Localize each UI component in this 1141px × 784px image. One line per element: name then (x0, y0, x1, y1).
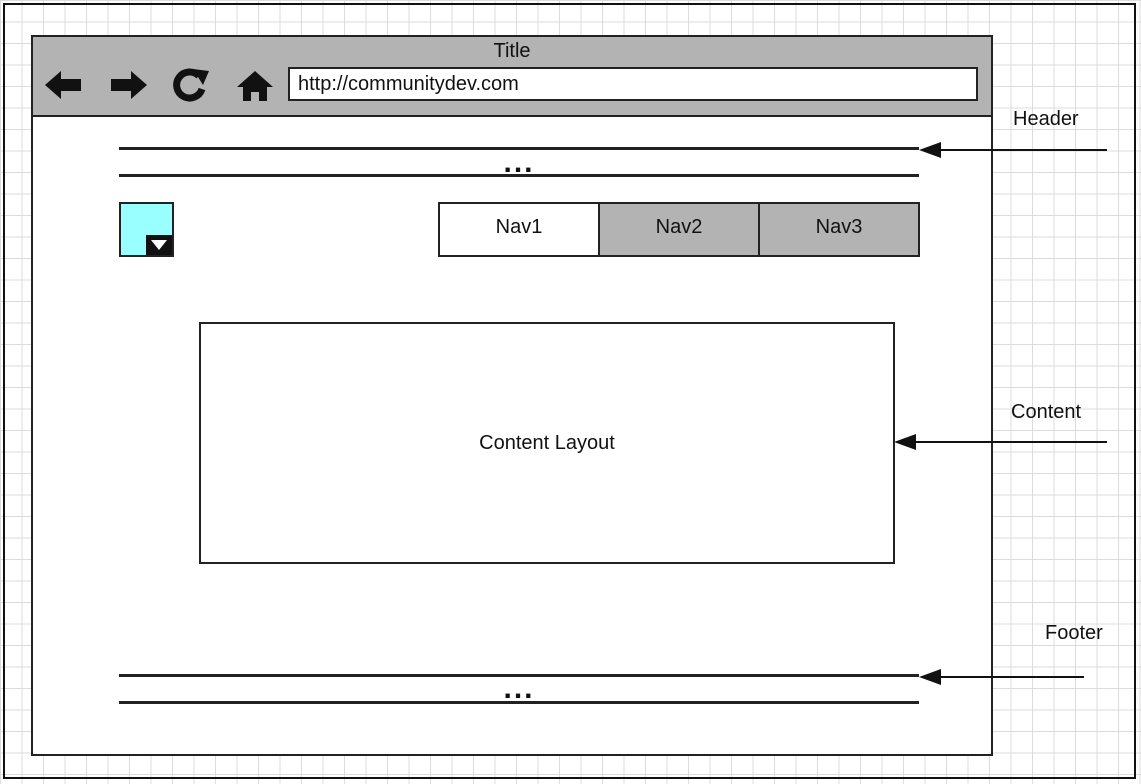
reload-icon[interactable] (169, 65, 213, 105)
footer-top-line (119, 674, 919, 677)
footer-annotation-label: Footer (1045, 622, 1103, 644)
back-arrow-icon[interactable] (41, 65, 85, 105)
content-layout-label: Content Layout (479, 431, 615, 454)
header-arrow (919, 142, 1107, 158)
footer-arrow (919, 669, 1084, 685)
forward-arrow-icon[interactable] (107, 65, 151, 105)
content-annotation-label: Content (1011, 401, 1082, 423)
window-title: Title (493, 40, 531, 62)
dropdown-arrow-icon[interactable] (146, 235, 172, 255)
nav-item-2[interactable]: Nav2 (600, 204, 760, 255)
content-layout-box: Content Layout (199, 322, 895, 564)
content-arrow (894, 434, 1107, 450)
nav-bar: Nav1 Nav2 Nav3 (438, 202, 920, 257)
nav-item-1[interactable]: Nav1 (440, 204, 600, 255)
home-icon[interactable] (233, 65, 277, 105)
header-ellipsis: ... (503, 146, 535, 179)
header-bottom-line (119, 174, 919, 177)
logo-widget[interactable] (119, 202, 174, 257)
nav-item-3[interactable]: Nav3 (760, 204, 918, 255)
url-field[interactable] (288, 67, 978, 101)
browser-titlebar: Title (33, 37, 991, 117)
footer-bottom-line (119, 701, 919, 704)
footer-ellipsis: ... (503, 672, 535, 705)
header-top-line (119, 147, 919, 150)
browser-window: Title ... Nav1 Nav2 Nav3 Content Layo (31, 35, 993, 756)
header-annotation-label: Header (1013, 108, 1079, 130)
